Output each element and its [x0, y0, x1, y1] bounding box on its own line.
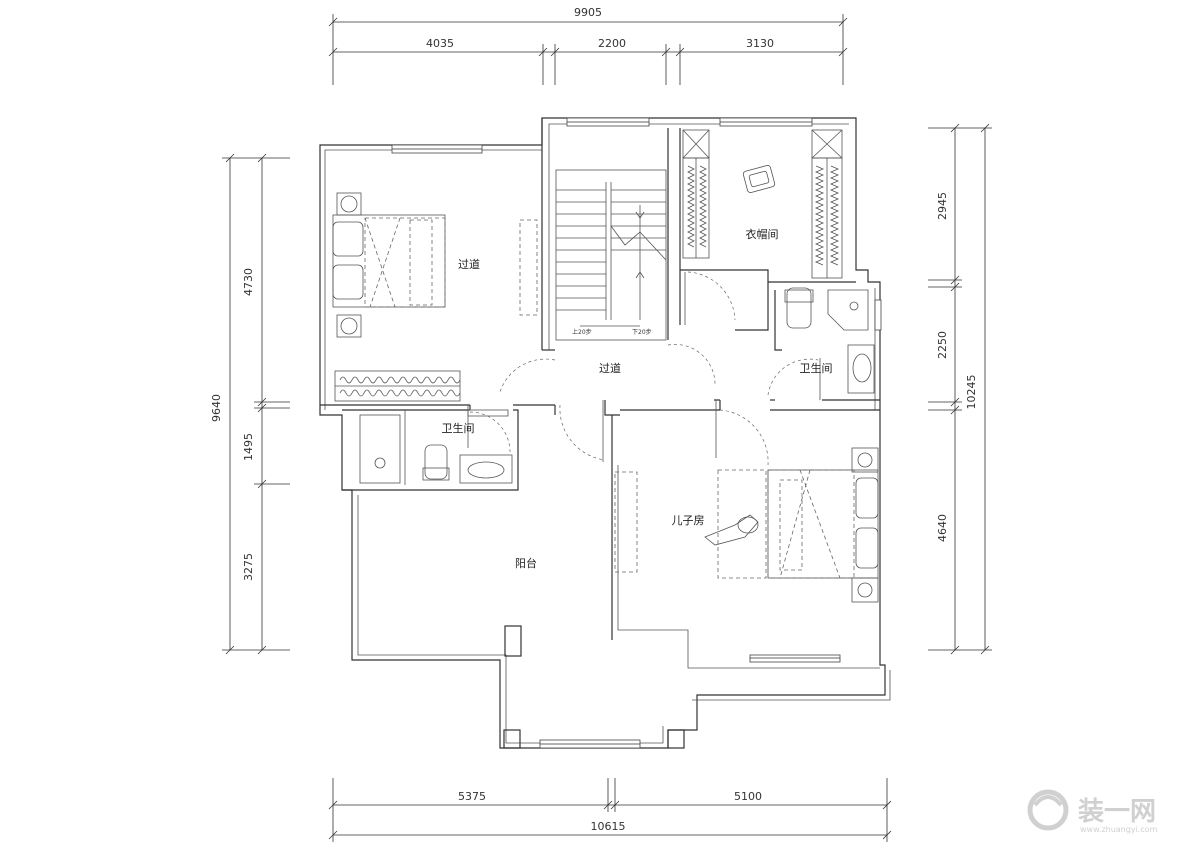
cloakroom-fixtures	[682, 129, 843, 279]
doors	[467, 271, 821, 466]
toilet	[786, 287, 812, 329]
room-label-left-bedroom: 过道	[458, 257, 480, 271]
left-bedroom-furniture	[332, 192, 538, 402]
watermark-url: www.zhuangyi.com	[1080, 825, 1158, 834]
room-label-bath-left: 卫生间	[442, 421, 475, 435]
dim-top-seg-2: 2200	[598, 37, 626, 50]
right-dimension-lines	[928, 123, 992, 655]
room-label-hall: 过道	[599, 361, 621, 375]
dim-right-seg-2: 2250	[936, 331, 949, 359]
left-bath-fixtures	[359, 409, 513, 484]
dim-top-total: 9905	[574, 6, 602, 19]
dim-left-total: 9640	[210, 394, 223, 422]
top-dimension-lines	[328, 14, 848, 85]
staircase	[555, 169, 667, 341]
dim-top-seg-3: 3130	[746, 37, 774, 50]
right-bath-fixtures	[784, 287, 875, 394]
shower-tray	[827, 289, 869, 331]
watermark-text: 装一网	[1078, 797, 1156, 827]
left-dimension-lines	[222, 153, 290, 655]
floor-drain-icon	[374, 457, 386, 469]
dim-left-seg-2: 1495	[242, 433, 255, 461]
bed	[767, 469, 879, 579]
dim-bottom-total: 10615	[591, 820, 626, 833]
room-label-cloakroom: 衣帽间	[746, 227, 779, 241]
tv-cabinet	[614, 471, 638, 573]
interior-walls	[320, 118, 880, 669]
lamp-icon	[857, 452, 873, 468]
dim-left-seg-3: 3275	[242, 553, 255, 581]
tv-cabinet	[519, 219, 538, 316]
watermark-logo-icon	[1027, 789, 1069, 831]
dim-right-seg-3: 4640	[936, 514, 949, 542]
room-label-bath-right: 卫生间	[800, 361, 833, 375]
stair-up-label: 上20步	[572, 328, 592, 336]
room-label-son-room: 儿子房	[672, 514, 705, 527]
balcony-pillar	[504, 625, 522, 657]
dim-top-seg-1: 4035	[426, 37, 454, 50]
watermark: 装一网 www.zhuangyi.com	[1027, 789, 1158, 834]
dim-right-total: 10245	[965, 375, 978, 410]
son-room-furniture	[614, 447, 879, 603]
basin	[459, 454, 513, 484]
room-label-balcony: 阳台	[515, 556, 537, 570]
lounge-chair-icon	[704, 514, 759, 546]
dim-left-seg-1: 4730	[242, 268, 255, 296]
toilet	[424, 444, 448, 480]
dim-bottom-seg-2: 5100	[734, 790, 762, 803]
dim-right-seg-1: 2945	[936, 192, 949, 220]
bottom-dimension-lines	[328, 778, 892, 842]
bed	[332, 214, 446, 308]
exterior-walls	[319, 117, 891, 749]
door-swing	[499, 358, 556, 393]
armchair-icon	[742, 165, 776, 193]
basin	[847, 344, 875, 394]
lamp-icon	[340, 195, 358, 213]
stair-down-label: 下20步	[632, 328, 652, 336]
dim-bottom-seg-1: 5375	[458, 790, 486, 803]
windows	[391, 117, 882, 749]
